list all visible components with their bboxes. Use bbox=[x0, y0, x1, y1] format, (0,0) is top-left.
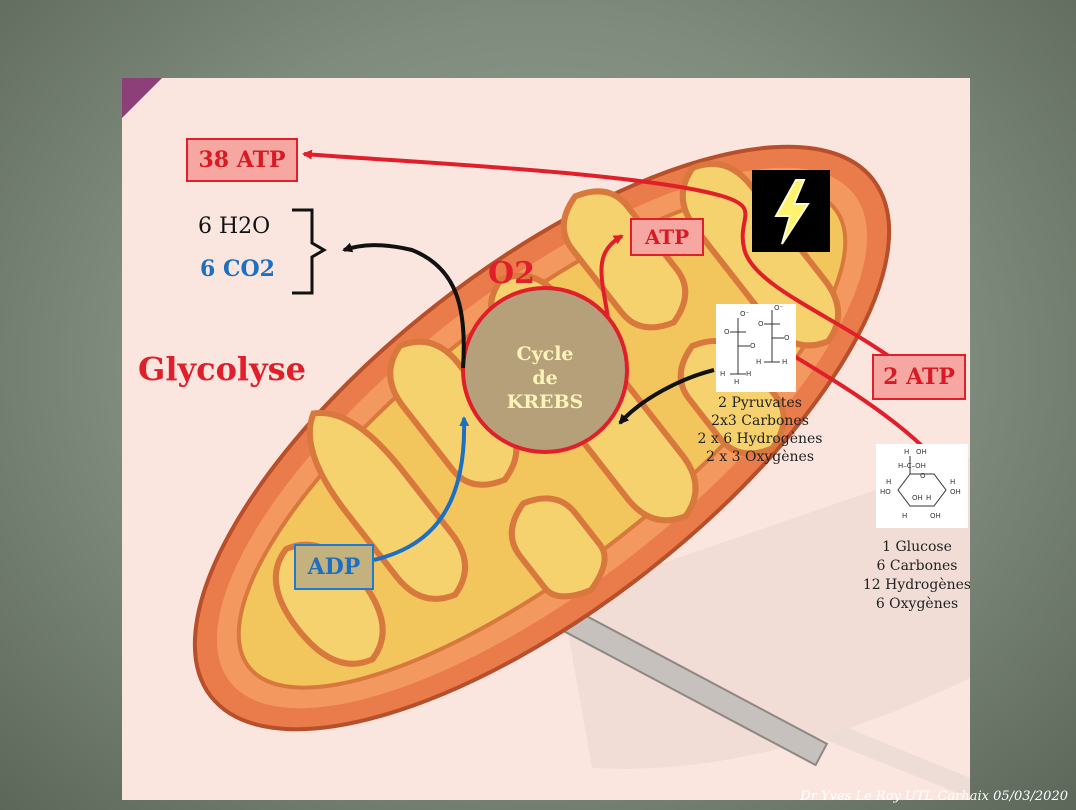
krebs-line-1: Cycle bbox=[487, 342, 603, 366]
oxygen-label: O2 bbox=[488, 256, 535, 291]
svg-text:OH: OH bbox=[916, 448, 927, 456]
products-bracket bbox=[292, 210, 324, 293]
svg-text:HO: HO bbox=[880, 488, 891, 496]
krebs-line-2: de bbox=[487, 366, 603, 390]
svg-text:OH: OH bbox=[912, 494, 923, 502]
glucose-line-1: 1 Glucose bbox=[852, 538, 970, 557]
pyruvate-line-1: 2 Pyruvates bbox=[680, 394, 840, 412]
atp-krebs-label: ATP bbox=[645, 225, 689, 249]
svg-text:H: H bbox=[886, 478, 891, 486]
svg-text:O: O bbox=[758, 320, 764, 328]
adp-label: ADP bbox=[308, 554, 361, 580]
krebs-cycle-label: Cycle de KREBS bbox=[487, 342, 603, 414]
svg-text:H: H bbox=[782, 358, 787, 366]
svg-text:H: H bbox=[902, 512, 907, 520]
water-label: 6 H2O bbox=[198, 214, 270, 239]
atp-krebs-box: ATP bbox=[630, 218, 704, 256]
svg-text:O: O bbox=[784, 334, 790, 342]
glucose-line-4: 6 Oxygènes bbox=[852, 595, 970, 614]
svg-text:H: H bbox=[926, 494, 931, 502]
co2-label: 6 CO2 bbox=[200, 256, 275, 282]
svg-text:O: O bbox=[750, 342, 756, 350]
svg-text:H–C–OH: H–C–OH bbox=[898, 462, 926, 470]
svg-text:H: H bbox=[746, 370, 751, 378]
pyruvate-line-2: 2x3 Carbones bbox=[680, 412, 840, 430]
svg-text:H: H bbox=[734, 378, 739, 386]
svg-text:H: H bbox=[720, 370, 725, 378]
pyruvate-info: 2 Pyruvates 2x3 Carbones 2 x 6 Hydrogène… bbox=[680, 394, 840, 466]
pyruvate-line-3: 2 x 6 Hydrogènes bbox=[680, 430, 840, 448]
glycolyse-label: Glycolyse bbox=[138, 350, 306, 388]
mitochondrion-illustration bbox=[122, 78, 970, 800]
atp-glycolysis-label: 2 ATP bbox=[883, 364, 955, 390]
pyruvate-line-4: 2 x 3 Oxygènes bbox=[680, 448, 840, 466]
svg-text:O: O bbox=[920, 472, 926, 480]
svg-text:H: H bbox=[756, 358, 761, 366]
glucose-info: 1 Glucose 6 Carbones 12 Hydrogènes 6 Oxy… bbox=[852, 538, 970, 614]
lightning-icon bbox=[752, 170, 830, 252]
svg-text:OH: OH bbox=[930, 512, 941, 520]
diagram-panel: 38 ATP ATP 2 ATP ADP 6 H2O 6 CO2 O2 Glyc… bbox=[122, 78, 970, 800]
atp-total-box: 38 ATP bbox=[186, 138, 298, 182]
svg-text:OH: OH bbox=[950, 488, 961, 496]
svg-text:O: O bbox=[724, 328, 730, 336]
glucose-line-3: 12 Hydrogènes bbox=[852, 576, 970, 595]
adp-box: ADP bbox=[294, 544, 374, 590]
svg-text:O⁻: O⁻ bbox=[740, 310, 750, 318]
krebs-line-3: KREBS bbox=[487, 390, 603, 414]
corner-accent bbox=[122, 78, 162, 118]
slide-footer: Dr Yves Le Roy UTL Carhaix 05/03/2020 bbox=[800, 789, 1068, 804]
svg-text:O⁻: O⁻ bbox=[774, 304, 784, 312]
svg-text:H: H bbox=[904, 448, 909, 456]
atp-glycolysis-box: 2 ATP bbox=[872, 354, 966, 400]
glucose-line-2: 6 Carbones bbox=[852, 557, 970, 576]
atp-total-label: 38 ATP bbox=[198, 147, 285, 173]
svg-text:H: H bbox=[950, 478, 955, 486]
